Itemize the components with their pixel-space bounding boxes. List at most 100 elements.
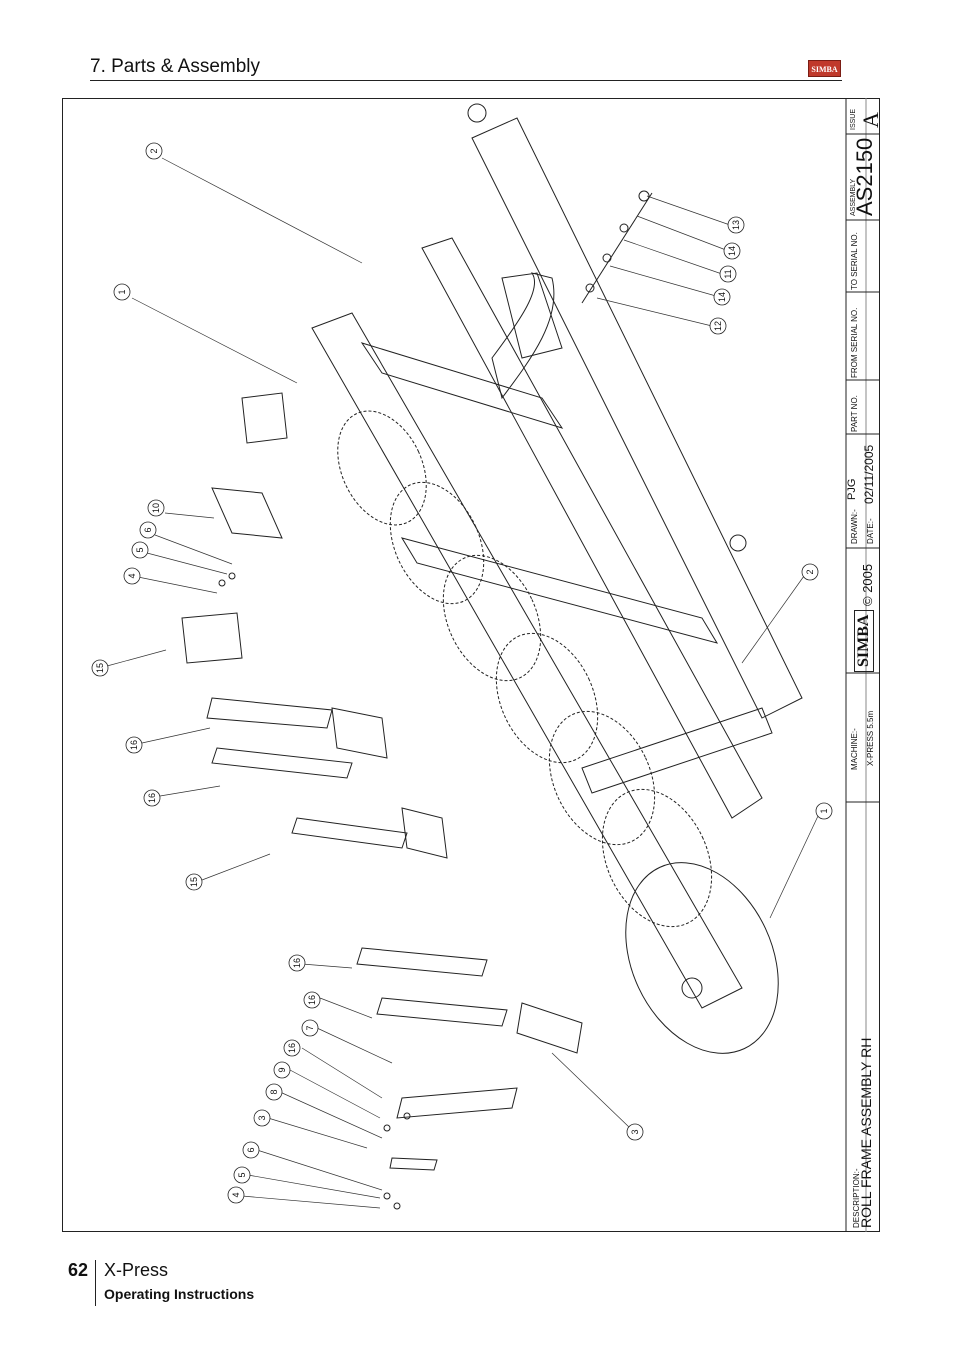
callout-label: 10 (151, 503, 161, 513)
leader-line (154, 534, 233, 565)
drawn-label: DRAWN:- (850, 509, 859, 544)
scraper-bracket (291, 817, 408, 849)
from-serial-label: FROM SERIAL NO. (850, 307, 859, 378)
scraper-plate (211, 487, 283, 539)
leader-line (256, 1149, 383, 1191)
callout-label: 15 (189, 877, 199, 887)
callout-label: 16 (147, 793, 157, 803)
product-name: X-Press (104, 1260, 169, 1280)
callout-label: 8 (269, 1089, 279, 1094)
roller-disc (442, 554, 542, 682)
callout-bubble (719, 265, 737, 283)
callout-label: 14 (727, 246, 737, 256)
scraper-bracket (206, 697, 333, 729)
callout-bubble (253, 1109, 271, 1127)
callout-bubble (709, 317, 727, 335)
scraper-bracket (396, 1087, 518, 1119)
callout-bubble (288, 954, 306, 972)
scraper-blade (389, 1157, 438, 1171)
simba-logo: SIMBA (808, 60, 841, 77)
callout-label: 16 (292, 958, 302, 968)
callout-bubble (233, 1166, 251, 1184)
leader-line (267, 1117, 368, 1149)
footer-divider (95, 1260, 96, 1306)
pivot-eye (729, 534, 747, 552)
header-rule (90, 80, 842, 81)
callout-label: 7 (305, 1025, 315, 1030)
pivot-eye (467, 103, 487, 123)
callout-label: 5 (135, 547, 145, 552)
frame-rail (421, 237, 763, 819)
cross-member (360, 342, 564, 429)
leader-line (247, 1174, 381, 1199)
scraper-bracket (356, 947, 488, 977)
callout-bubble (185, 873, 203, 891)
callout-bubble (265, 1083, 283, 1101)
leader-line (609, 265, 717, 297)
callout-bubble (143, 789, 161, 807)
callout-label: 2 (805, 569, 815, 574)
description-value: ROLL FRAME ASSEMBLY RH (858, 1037, 874, 1228)
callout-bubble (713, 288, 731, 306)
exploded-assembly-drawing: 2 1 10 6 5 4 15 16 16 15 16 16 7 16 9 8 … (91, 98, 880, 1232)
title-block-logo: SIMBA (854, 609, 874, 672)
leader-line (301, 1047, 383, 1099)
callout-label: 4 (231, 1192, 241, 1197)
cross-member (581, 707, 773, 794)
bolt (393, 1202, 401, 1210)
leader-line (289, 1069, 381, 1119)
machine-label: MACHINE:- (850, 728, 859, 770)
callout-bubble (131, 541, 149, 559)
bolt (403, 1112, 411, 1120)
section-title: 7. Parts & Assembly (90, 56, 261, 77)
leader-line (141, 727, 211, 744)
washer (602, 253, 612, 263)
assembly-number: AS2150 (852, 137, 877, 216)
leader-line (279, 1091, 383, 1139)
callout-label: 2 (149, 148, 159, 153)
issue-label: ISSUE (850, 108, 857, 130)
document-subtitle: Operating Instructions (104, 1286, 255, 1302)
callout-bubble (801, 563, 819, 581)
leader-line (106, 649, 167, 667)
callout-bubble (91, 659, 109, 677)
callout-bubble (113, 283, 131, 301)
copyright: © 2005 (860, 563, 875, 606)
leader-line (161, 157, 363, 264)
callout-bubble (147, 499, 165, 517)
bolt (228, 572, 236, 580)
roller-disc (389, 481, 485, 605)
callout-bubble (301, 1019, 319, 1037)
callout-bubble (723, 242, 741, 260)
leader-line (319, 997, 373, 1019)
bolt (218, 579, 226, 587)
frame-rail (471, 117, 803, 719)
callout-label: 16 (287, 1043, 297, 1053)
callout-bubble (727, 216, 745, 234)
nut (585, 283, 595, 293)
leader-line (646, 195, 731, 226)
cross-member (400, 537, 719, 644)
leader-line (137, 576, 218, 594)
center-bracket (491, 272, 555, 400)
pivot-pin (581, 192, 653, 304)
issue-value: A (858, 112, 883, 128)
callout-label: 14 (717, 292, 727, 302)
scraper-bracket (181, 612, 243, 664)
leader-line (316, 1027, 393, 1064)
end-roller-disc (625, 862, 779, 1054)
callout-bubble (626, 1123, 644, 1141)
leader-line (241, 1195, 381, 1209)
scraper-plate (401, 807, 448, 859)
callout-label: 6 (246, 1147, 256, 1152)
bolt (383, 1192, 391, 1200)
frame-rail (311, 312, 743, 1009)
leader-line (301, 963, 353, 969)
callout-bubble (139, 521, 157, 539)
roller-disc (601, 788, 713, 928)
hub (681, 977, 703, 999)
to-serial-label: TO SERIAL NO. (850, 232, 859, 290)
scraper-bracket (211, 747, 353, 779)
callout-label: 9 (277, 1067, 287, 1072)
callout-bubble (283, 1039, 301, 1057)
